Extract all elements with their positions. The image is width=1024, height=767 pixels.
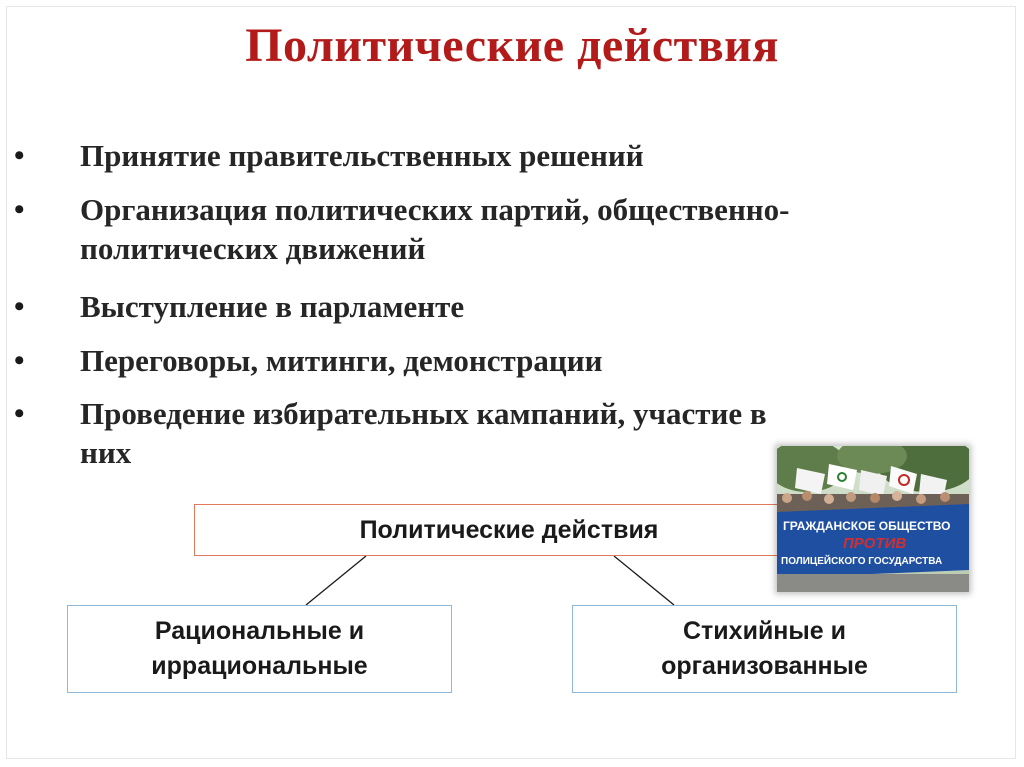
slide-title: Политические действия (245, 19, 779, 72)
diagram-right-line-1: Стихийные и (683, 617, 846, 645)
bullet-marker: • (14, 397, 25, 430)
bullet-item-5: Проведение избирательных кампаний, участ… (80, 394, 1000, 472)
bullet-item-5-line-1: Проведение избирательных кампаний, участ… (80, 396, 767, 431)
banner-text-line-1: ГРАЖДАНСКОЕ ОБЩЕСТВО (783, 519, 950, 533)
banner-text-line-3: ПОЛИЦЕЙСКОГО ГОСУДАРСТВА (781, 554, 942, 567)
bullet-item-2-line-1: Организация политических партий, обществ… (80, 192, 790, 227)
diagram-left-line-2: иррациональные (151, 652, 368, 680)
bullet-item-5-line-2: них (80, 435, 132, 470)
connector-right (613, 555, 675, 606)
bullet-item-2-line-2: политических движений (80, 231, 426, 266)
bullet-marker: • (14, 344, 25, 377)
diagram-right-line-2: организованные (661, 652, 868, 680)
bullet-item-3: Выступление в парламенте (80, 289, 465, 324)
bullet-item-4: Переговоры, митинги, демонстрации (80, 343, 603, 378)
bullet-marker: • (14, 290, 25, 323)
demonstration-photo: ГРАЖДАНСКОЕ ОБЩЕСТВО ПРОТИВ ПОЛИЦЕЙСКОГО… (777, 446, 969, 592)
demonstration-photo-image: ГРАЖДАНСКОЕ ОБЩЕСТВО ПРОТИВ ПОЛИЦЕЙСКОГО… (777, 446, 969, 592)
diagram-root-label: Политические действия (359, 515, 659, 544)
bullet-item-2: Организация политических партий, обществ… (80, 190, 1000, 268)
diagram-left-line-1: Рациональные и (154, 617, 365, 645)
diagram-left-box: Рациональные и иррациональные (67, 605, 452, 693)
bullet-item-1: Принятие правительственных решений (80, 138, 644, 173)
banner-text-line-2: ПРОТИВ (843, 535, 906, 552)
diagram-root-box: Политические действия (194, 504, 824, 556)
slide-frame (6, 6, 1016, 759)
bullet-marker: • (14, 193, 25, 226)
bullet-marker: • (14, 139, 25, 172)
connector-left (305, 555, 367, 606)
diagram-right-box: Стихийные и организованные (572, 605, 957, 693)
